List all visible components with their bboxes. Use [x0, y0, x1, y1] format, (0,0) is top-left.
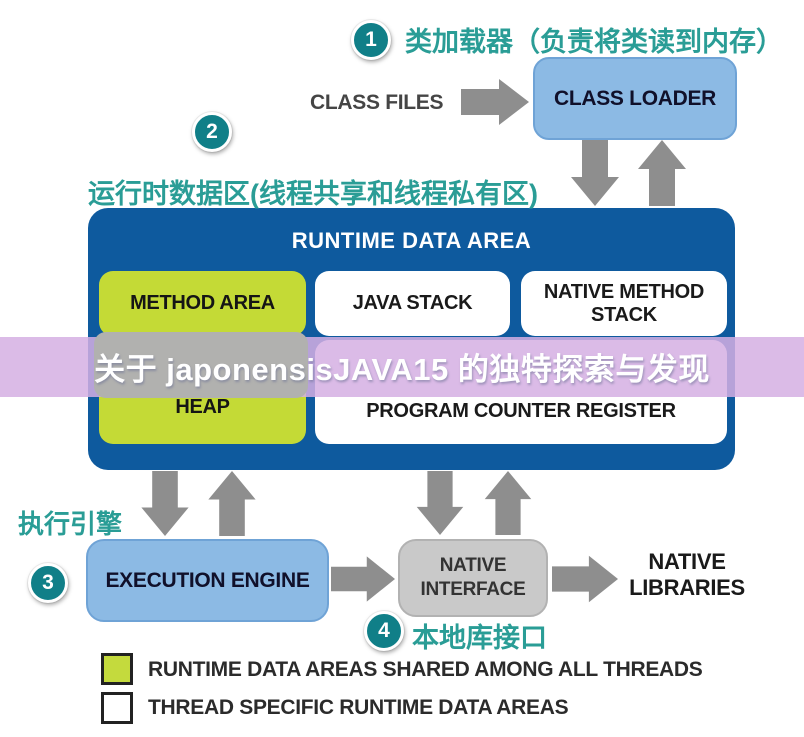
native-method-stack-box: NATIVE METHOD STACK: [521, 271, 727, 336]
legend-thread-specific-label: THREAD SPECIFIC RUNTIME DATA AREAS: [148, 696, 569, 719]
method-area-label: METHOD AREA: [130, 292, 275, 314]
arrow-up-icon: [208, 471, 256, 536]
step-3-badge: 3: [28, 563, 68, 603]
arrow-down-icon: [571, 140, 619, 206]
execution-engine-box: EXECUTION ENGINE: [86, 539, 329, 622]
runtime-data-area-title: RUNTIME DATA AREA: [291, 228, 532, 253]
arrow-right-icon: [552, 555, 618, 603]
arrow-down-icon: [141, 471, 189, 536]
overlay-banner-text: 关于 japonensisJAVA15 的独特探索与发现: [94, 352, 710, 387]
java-stack-box: JAVA STACK: [315, 271, 510, 336]
arrow-right-icon: [461, 79, 529, 125]
arrow-down-icon: [416, 471, 464, 535]
program-counter-register-label: PROGRAM COUNTER REGISTER: [366, 400, 676, 422]
heap-label: HEAP: [175, 396, 230, 418]
step-2-badge: 2: [192, 112, 232, 152]
native-method-stack-label: NATIVE METHOD STACK: [543, 280, 705, 326]
native-libraries-label: NATIVE LIBRARIES: [629, 549, 745, 601]
step-1-badge: 1: [351, 20, 391, 60]
step-2-label: 运行时数据区(线程共享和线程私有区): [88, 179, 538, 209]
class-loader-box: CLASS LOADER: [533, 57, 737, 140]
step-1-label: 类加载器（负责将类读到内存）: [405, 27, 783, 57]
step-3-number: 3: [42, 571, 54, 594]
arrow-up-icon: [484, 471, 532, 535]
native-interface-box: NATIVE INTERFACE: [398, 539, 548, 617]
java-stack-label: JAVA STACK: [352, 292, 473, 314]
native-interface-label: NATIVE INTERFACE: [420, 555, 526, 600]
arrow-right-icon: [331, 556, 395, 602]
overlay-banner-gray-patch: [94, 332, 308, 398]
class-loader-label: CLASS LOADER: [553, 86, 717, 110]
arrow-up-icon: [638, 140, 686, 206]
execution-engine-label: EXECUTION ENGINE: [105, 568, 310, 592]
legend-shared-swatch: [101, 653, 133, 685]
step-4-badge: 4: [364, 611, 404, 651]
legend-shared-label: RUNTIME DATA AREAS SHARED AMONG ALL THRE…: [148, 658, 703, 681]
class-files-label: CLASS FILES: [310, 91, 444, 114]
step-2-number: 2: [206, 120, 218, 143]
step-1-number: 1: [365, 28, 377, 51]
step-4-label: 本地库接口: [412, 623, 547, 653]
step-3-label: 执行引擎: [18, 509, 123, 539]
step-4-number: 4: [378, 619, 390, 642]
method-area-box: METHOD AREA: [99, 271, 306, 336]
legend-thread-specific-swatch: [101, 692, 133, 724]
